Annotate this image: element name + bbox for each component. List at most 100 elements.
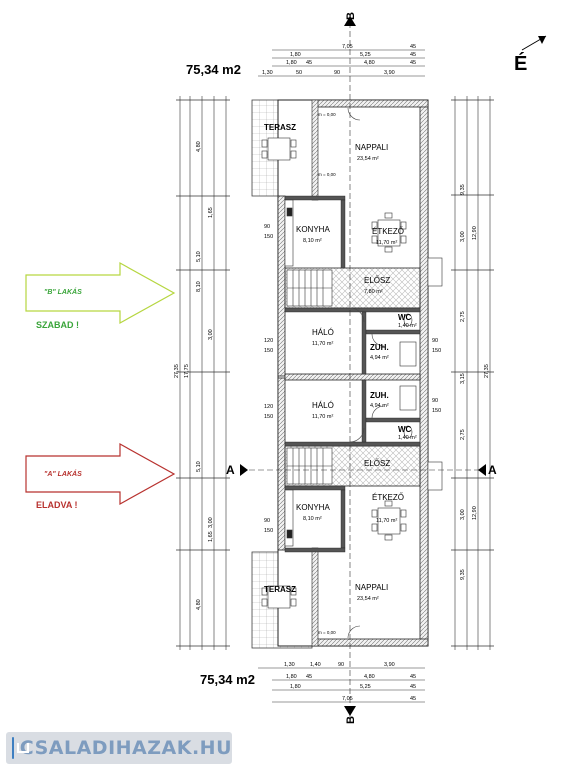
room-shower-a: ZUH.: [370, 391, 389, 400]
table-dining-b: [371, 212, 407, 253]
room-dining-b-area: 11,70 m²: [376, 240, 397, 246]
room-wc-a: WC: [398, 425, 412, 434]
dim-top-1a: 7,05: [342, 44, 353, 50]
dim-right-seg-2: 2,75: [460, 311, 466, 322]
room-wc-a-area: 1,40 m²: [398, 435, 417, 441]
dim-small-left-3: 150: [264, 348, 273, 354]
bathroom-fixtures: [399, 313, 417, 439]
stairs-b: [286, 269, 333, 307]
dim-right-mid-2: 12,90: [472, 506, 478, 520]
outer-wall-right: [419, 99, 429, 647]
dim-top-4d: 3,90: [384, 70, 395, 76]
dim-left-mid: 17,75: [184, 364, 190, 378]
svg-text:A: A: [226, 463, 235, 477]
dim-bottom-1d: 3,90: [384, 662, 395, 668]
dim-bottom-3c: 45: [410, 684, 416, 690]
room-living-a: NAPPALI: [355, 583, 388, 592]
room-dining-a-area: 11,70 m²: [376, 518, 397, 524]
room-dining-a: ÉTKEZŐ: [372, 493, 404, 502]
dim-bottom-1c: 90: [338, 662, 344, 668]
dim-small-left-7: 150: [264, 528, 273, 534]
room-hall-b: ELŐSZ: [364, 276, 390, 285]
dim-small-right-1: 150: [432, 348, 441, 354]
section-marker-b-top: B: [344, 12, 357, 26]
level-mark-bottom: m = 0,00: [318, 630, 336, 635]
dim-top-4a: 1,30: [262, 70, 273, 76]
level-mark-top: m = 0,00: [318, 112, 336, 117]
dim-right-mid: 12,90: [472, 226, 478, 240]
area-total-top: 75,34 m2: [186, 62, 241, 77]
room-living-b-area: 23,54 m²: [357, 156, 379, 162]
dim-top-4b: 50: [296, 70, 302, 76]
room-hall-b-area: 7,80 m²: [364, 289, 383, 295]
room-kitchen-a-area: 8,10 m²: [303, 516, 322, 522]
room-wc-b-area: 1,40 m²: [398, 323, 417, 329]
dim-top-3c: 4,80: [364, 60, 375, 66]
dim-bottom-1a: 1,30: [284, 662, 295, 668]
door-swings: [347, 107, 385, 639]
dim-left-seg-5: 3,00: [208, 517, 214, 528]
dim-top-3d: 45: [410, 60, 416, 66]
table-dining-a: [371, 500, 407, 541]
dim-top-3a: 1,80: [286, 60, 297, 66]
room-hall-a: ELŐSZ: [364, 459, 390, 468]
stairs-a: [286, 447, 333, 485]
room-wc-b: WC: [398, 313, 412, 322]
unit-a-arrow: "A" LAKÁS: [25, 442, 176, 506]
dim-small-right-2: 90: [432, 398, 438, 404]
dim-bottom-2d: 45: [410, 674, 416, 680]
dim-top-4c: 90: [334, 70, 340, 76]
outer-wall-left-lower: [277, 377, 286, 551]
dim-left-seg-7: 1,65: [208, 531, 214, 542]
dim-small-left-2: 120: [264, 338, 273, 344]
watermark: CSALADIHAZAK.HU: [6, 732, 232, 764]
room-bedroom-b-area: 11,70 m²: [312, 341, 333, 347]
outer-wall-bottom: [315, 638, 429, 647]
unit-b-label: "B" LAKÁS: [44, 287, 82, 296]
room-shower-a-area: 4,94 m²: [370, 403, 389, 409]
dim-right-seg-6: 9,35: [460, 569, 466, 580]
level-mark-mid: m = 0,00: [318, 172, 336, 177]
interior-walls: [284, 195, 421, 553]
dim-top-3b: 45: [306, 60, 312, 66]
dimension-ticks: [176, 99, 494, 647]
outer-wall-left-upper: [277, 195, 286, 377]
unit-b-status: SZABAD !: [36, 320, 79, 330]
unit-a-label: "A" LAKÁS: [44, 469, 82, 478]
room-shower-b: ZUH.: [370, 343, 389, 352]
dim-top-1b: 45: [410, 44, 416, 50]
dim-right-seg-0: 9,35: [460, 184, 466, 195]
dim-top-2b: 5,25: [360, 52, 371, 58]
dim-left-seg-6: 5,10: [196, 461, 202, 472]
dim-bottom-4b: 45: [410, 696, 416, 702]
dim-top-2c: 45: [410, 52, 416, 58]
dim-bottom-2b: 45: [306, 674, 312, 680]
room-shower-b-area: 4,94 m²: [370, 355, 389, 361]
room-kitchen-b: KONYHA: [296, 225, 330, 234]
building-outline: [277, 99, 429, 647]
dim-right-seg-4: 2,75: [460, 429, 466, 440]
room-bedroom-a-area: 11,70 m²: [312, 414, 333, 420]
room-dining-b: ÉTKEZŐ: [372, 227, 404, 236]
dim-small-left-4: 120: [264, 404, 273, 410]
table-terrace-bottom: [261, 585, 297, 609]
room-kitchen-a: KONYHA: [296, 503, 330, 512]
room-bedroom-b: HÁLÓ: [312, 328, 334, 337]
dim-right-seg-3: 3,15: [460, 373, 466, 384]
dim-left-seg-1: 1,65: [208, 207, 214, 218]
unit-b-arrow: "B" LAKÁS: [25, 261, 176, 325]
dim-bottom-3b: 5,25: [360, 684, 371, 690]
north-arrow-icon: [521, 35, 547, 51]
area-total-bottom: 75,34 m2: [200, 672, 255, 687]
dim-right-seg-1: 3,00: [460, 231, 466, 242]
dim-small-right-0: 90: [432, 338, 438, 344]
dim-small-right-3: 150: [432, 408, 441, 414]
watermark-text: CSALADIHAZAK.HU: [19, 737, 232, 759]
room-terrace-b: TERASZ: [264, 123, 296, 132]
dim-bottom-3a: 1,80: [290, 684, 301, 690]
dim-left-seg-3: 3,00: [208, 329, 214, 340]
unit-a-status: ELADVA !: [36, 500, 78, 510]
dim-right-seg-5: 3,00: [460, 509, 466, 520]
dim-small-left-6: 90: [264, 518, 270, 524]
